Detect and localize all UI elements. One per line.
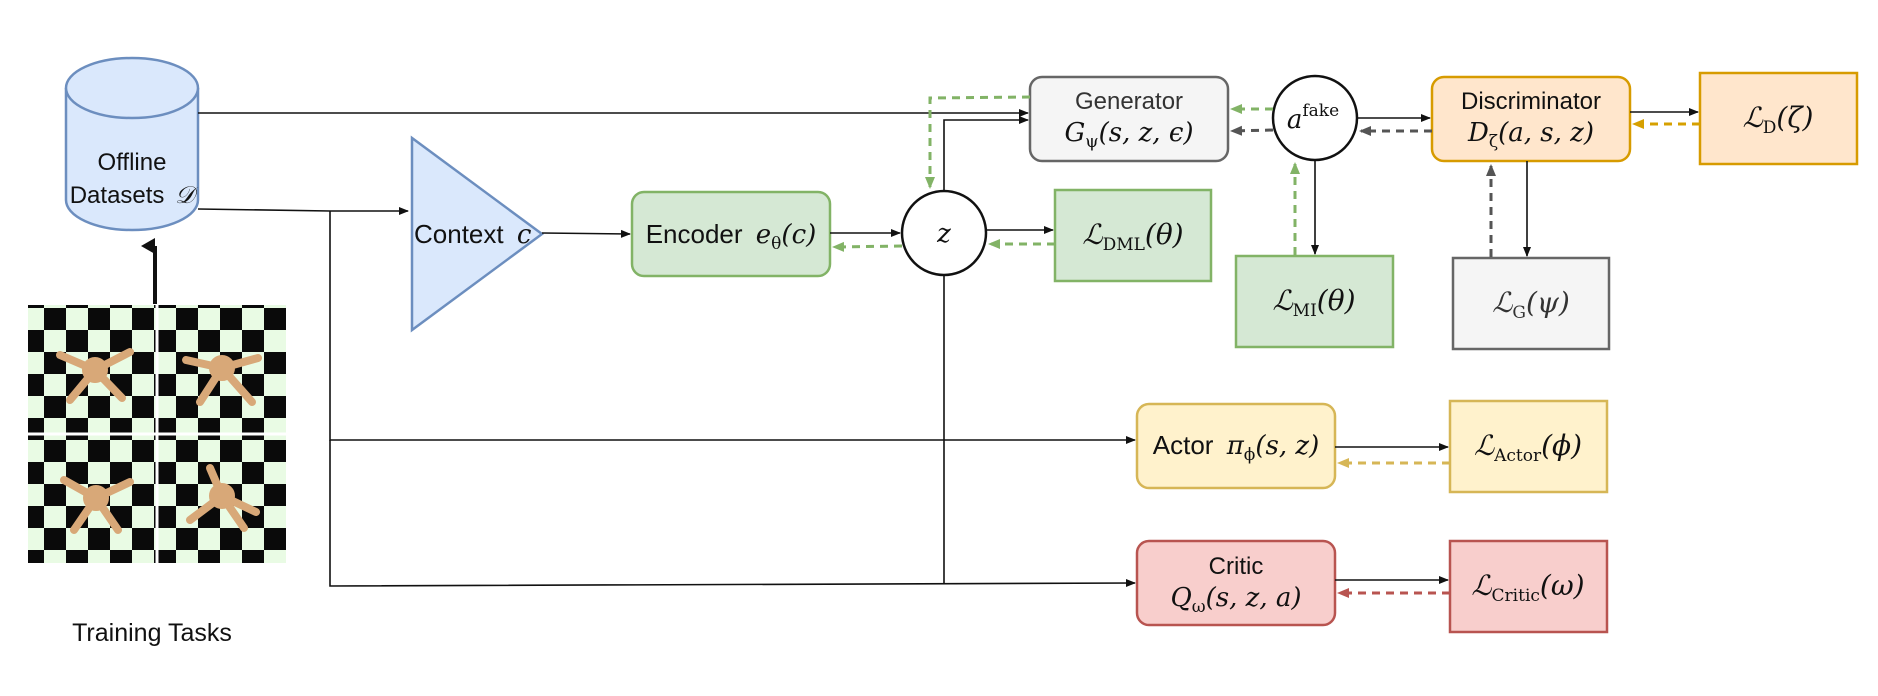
critic-box: Critic Qω(s, z, a) <box>1135 539 1337 627</box>
offline-datasets-cylinder: Offline Datasets 𝒟 <box>64 56 200 232</box>
loss-mi-L: ℒ <box>1272 284 1293 317</box>
svg-text:ℒG(ψ): ℒG(ψ) <box>1492 286 1570 323</box>
actor-args: (s, z) <box>1255 431 1319 461</box>
actor-box: Actor πϕ(s, z) <box>1135 402 1337 490</box>
a-fake-node: afake <box>1271 74 1359 162</box>
critic-label: Critic <box>1209 553 1264 580</box>
z-symbol: z <box>936 219 951 249</box>
loss-critic-args: (ω) <box>1540 569 1585 602</box>
context-triangle: Context c <box>410 135 545 333</box>
discriminator-box: Discriminator Dζ(a, s, z) <box>1430 75 1632 163</box>
loss-actor-sub: Actor <box>1493 446 1542 466</box>
actor-sub: ϕ <box>1244 445 1256 465</box>
loss-dml-box: ℒDML(θ) <box>1053 188 1213 283</box>
ant-robot-3 <box>60 476 134 534</box>
svg-text:Encoder eθ(c): Encoder eθ(c) <box>646 219 817 254</box>
loss-d-sub: D <box>1763 118 1777 138</box>
loss-d-L: ℒ <box>1743 101 1764 134</box>
loss-mi-args: (θ) <box>1317 284 1356 317</box>
discriminator-sub: ζ <box>1489 132 1498 152</box>
svg-text:ℒCritic(ω): ℒCritic(ω) <box>1471 569 1584 606</box>
svg-text:ℒActor(ϕ): ℒActor(ϕ) <box>1474 429 1582 466</box>
context-symbol: c <box>517 220 532 250</box>
dataset-to-critic-arrow <box>329 440 1136 588</box>
discriminator-fn: D <box>1467 118 1489 148</box>
discriminator-label: Discriminator <box>1461 88 1601 115</box>
z-node: z <box>900 189 988 277</box>
svg-text:ℒMI(θ): ℒMI(θ) <box>1272 284 1355 321</box>
gradient-arrows <box>832 95 1700 598</box>
loss-g-box: ℒG(ψ) <box>1451 256 1611 351</box>
context-to-encoder-arrow <box>541 229 631 238</box>
forward-arrows <box>197 108 1699 588</box>
svg-text:Gψ(s, z, ϵ): Gψ(s, z, ϵ) <box>1064 118 1193 152</box>
discriminator-args: (a, s, z) <box>1498 118 1594 148</box>
loss-mi-sub: MI <box>1293 301 1317 321</box>
context-label: Context <box>414 219 504 249</box>
dataset-label-line2: Datasets <box>70 182 165 209</box>
grad-generator-to-z-arrow <box>925 95 1031 189</box>
grad-z-to-encoder-arrow <box>832 241 903 252</box>
dataset-to-context-arrow <box>197 207 409 215</box>
ant-robot-4 <box>186 464 260 532</box>
generator-box: Generator Gψ(s, z, ϵ) <box>1028 75 1230 163</box>
generator-fn: G <box>1064 118 1085 148</box>
ant-robot-2 <box>182 354 262 406</box>
encoder-sub: θ <box>771 234 781 254</box>
svg-text:Dζ(a, s, z): Dζ(a, s, z) <box>1467 118 1594 152</box>
loss-g-sub: G <box>1512 303 1526 323</box>
loss-dml-args: (θ) <box>1145 218 1184 251</box>
generator-label: Generator <box>1075 88 1183 115</box>
z-to-generator-arrow <box>943 116 1029 191</box>
loss-actor-L: ℒ <box>1474 429 1495 462</box>
encoder-fn: e <box>756 220 771 250</box>
dataset-label-line1: Offline <box>98 149 167 176</box>
a-fake-symbol: a <box>1287 105 1303 135</box>
training-tasks-label: Training Tasks <box>72 619 232 647</box>
grad-afake-to-generator-gray-arrow <box>1230 125 1274 136</box>
loss-mi-box: ℒMI(θ) <box>1234 254 1395 349</box>
svg-text:ℒD(ζ): ℒD(ζ) <box>1743 101 1814 138</box>
encoder-args: (c) <box>781 220 816 250</box>
encoder-label: Encoder <box>646 219 743 249</box>
loss-d-box: ℒD(ζ) <box>1698 71 1859 166</box>
svg-text:Actor πϕ(s, z): Actor πϕ(s, z) <box>1153 430 1319 465</box>
svg-text:Datasets 𝒟: Datasets 𝒟 <box>70 181 199 209</box>
critic-args: (s, z, a) <box>1206 583 1302 613</box>
svg-text:Context c: Context c <box>414 219 532 250</box>
actor-label: Actor <box>1153 430 1214 460</box>
loss-actor-args: (ϕ) <box>1541 429 1582 462</box>
loss-dml-L: ℒ <box>1082 218 1103 251</box>
a-fake-sup: fake <box>1302 101 1339 121</box>
critic-fn: Q <box>1170 583 1191 613</box>
ant-robot-1 <box>56 348 134 404</box>
generator-sub: ψ <box>1085 132 1098 152</box>
training-tasks-image <box>28 305 286 563</box>
encoder-box: Encoder eθ(c) <box>630 190 832 278</box>
loss-actor-box: ℒActor(ϕ) <box>1448 399 1609 494</box>
critic-sub: ω <box>1192 597 1206 617</box>
svg-text:ℒDML(θ): ℒDML(θ) <box>1082 218 1183 255</box>
loss-d-args: (ζ) <box>1776 101 1813 134</box>
svg-text:afake: afake <box>1287 101 1339 135</box>
loss-g-args: (ψ) <box>1526 286 1570 319</box>
loss-critic-box: ℒCritic(ω) <box>1448 539 1609 634</box>
loss-critic-L: ℒ <box>1471 569 1492 602</box>
loss-critic-sub: Critic <box>1492 586 1540 606</box>
loss-dml-sub: DML <box>1103 235 1145 255</box>
loss-g-L: ℒ <box>1492 286 1513 319</box>
actor-fn: π <box>1226 431 1245 461</box>
svg-text:Qω(s, z, a): Qω(s, z, a) <box>1170 583 1301 617</box>
generator-args: (s, z, ϵ) <box>1099 118 1194 148</box>
